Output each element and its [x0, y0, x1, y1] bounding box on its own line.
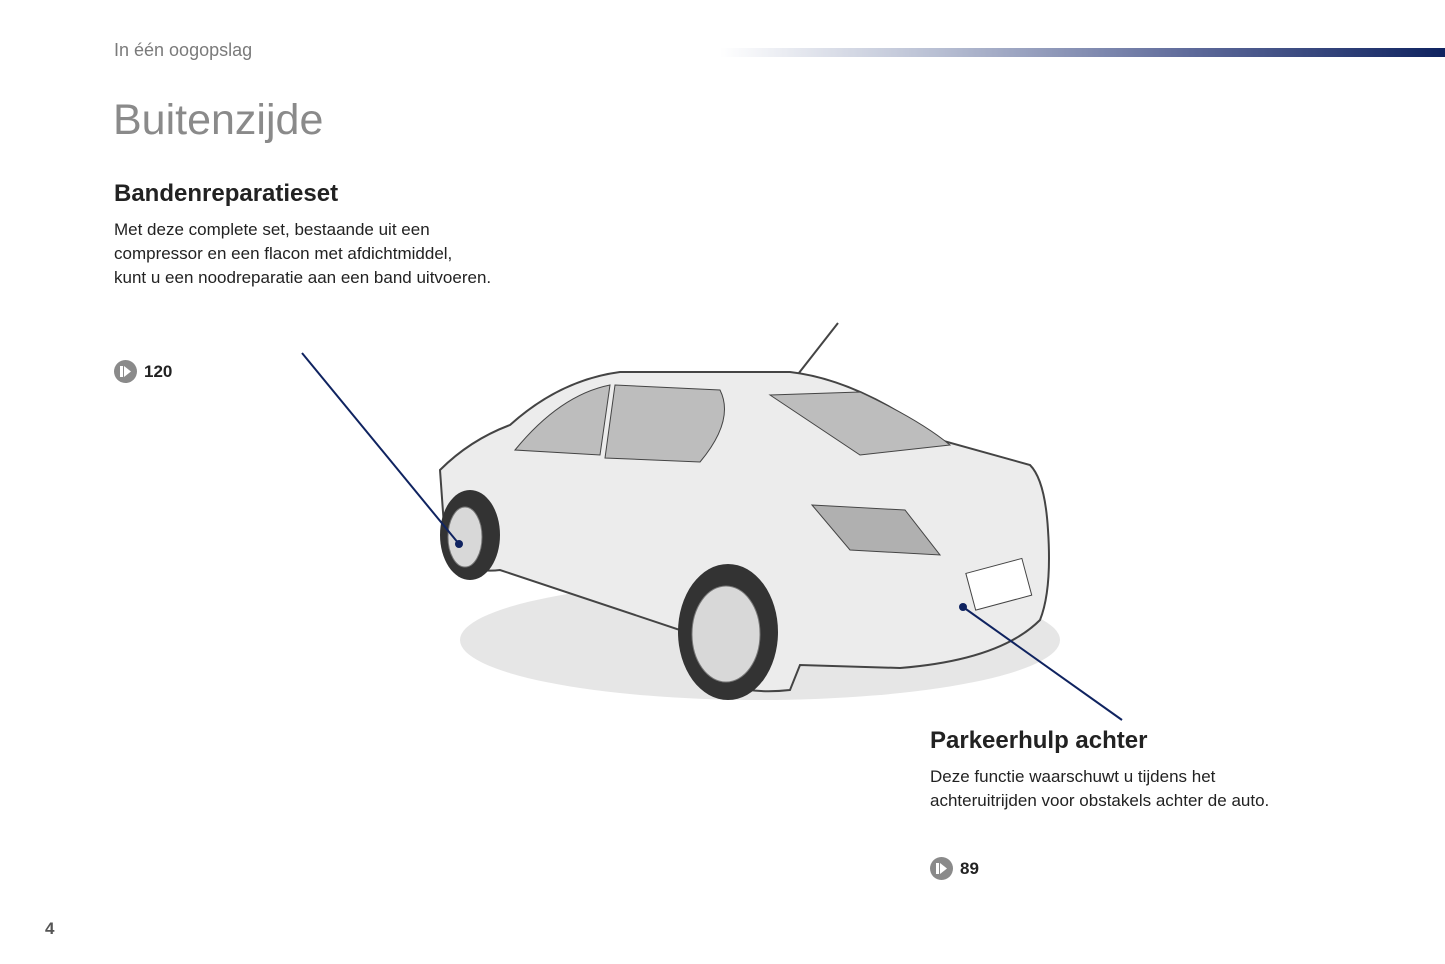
antenna: [794, 322, 839, 379]
section-heading: Bandenreparatieset: [114, 180, 339, 207]
page-link-icon: [114, 360, 137, 383]
page-reference[interactable]: 120: [114, 360, 172, 383]
section-description: Deze functie waarschuwt u tijdens het ac…: [930, 765, 1269, 813]
header-gradient-bar: [720, 48, 1445, 57]
callout-dot: [455, 540, 463, 548]
rear-rim: [691, 585, 761, 683]
page-reference-number: 89: [960, 858, 979, 878]
callout-dot: [959, 603, 967, 611]
page-link-icon: [930, 857, 953, 880]
rear-windscreen: [768, 391, 952, 456]
text-line: Deze functie waarschuwt u tijdens het: [930, 767, 1216, 786]
front-rim: [447, 506, 483, 568]
section-tyre-repair-kit: Bandenreparatieset Met deze complete set…: [114, 180, 491, 290]
rear-door-window: [604, 384, 725, 463]
text-line: compressor en een flacon met afdichtmidd…: [114, 244, 453, 263]
section-description: Met deze complete set, bestaande uit een…: [114, 218, 491, 290]
page-reference-number: 120: [144, 361, 173, 381]
text-line: achteruitrijden voor obstakels achter de…: [930, 791, 1270, 810]
page-title: Buitenzijde: [113, 96, 324, 144]
callout-line-parking: [962, 606, 1123, 721]
text-line: Met deze complete set, bestaande uit een: [114, 220, 430, 239]
page-number: 4: [45, 919, 55, 938]
callout-line-tyre: [301, 352, 460, 545]
tail-light: [810, 504, 942, 556]
section-label: In één oogopslag: [114, 40, 253, 60]
section-parking-sensors: Parkeerhulp achter Deze functie waarschu…: [930, 727, 1269, 813]
section-heading: Parkeerhulp achter: [930, 727, 1148, 754]
front-window: [513, 384, 611, 456]
page-reference[interactable]: 89: [930, 857, 979, 880]
license-plate: [965, 557, 1033, 611]
text-line: kunt u een noodreparatie aan een band ui…: [114, 268, 492, 287]
